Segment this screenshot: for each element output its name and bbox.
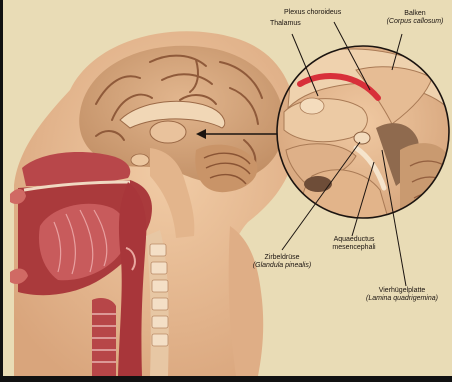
label-thalamus: Thalamus <box>270 20 301 28</box>
label-zirbeldruese: Zirbeldrüse (Glandula pinealis) <box>246 254 318 270</box>
label-vierhuegelplatte: Vierhügelplatte (Lamina quadrigemina) <box>354 287 450 303</box>
inset-thalamus-nucleus <box>300 98 324 114</box>
label-zirbeldruese-name: Zirbeldrüse <box>246 254 318 262</box>
label-plexus-choroideus-text: Plexus choroideus <box>284 9 341 17</box>
label-balken-name: Balken <box>380 10 450 18</box>
frame-left <box>0 0 3 382</box>
frame-bottom <box>0 376 452 382</box>
label-vierhuegelplatte-name: Vierhügelplatte <box>354 287 450 295</box>
label-zirbeldruese-latin: (Glandula pinealis) <box>246 262 318 270</box>
label-thalamus-text: Thalamus <box>270 20 301 28</box>
label-aquaeductus: Aquaeductus mesencephali <box>322 236 386 252</box>
thalamus-overview <box>150 121 186 143</box>
label-vierhuegelplatte-latin: (Lamina quadrigemina) <box>354 295 450 303</box>
inset-pineal-gland <box>354 132 370 144</box>
label-plexus-choroideus: Plexus choroideus <box>284 9 341 17</box>
label-aquaeductus-line1: Aquaeductus <box>322 236 386 244</box>
label-balken-latin: (Corpus callosum) <box>380 18 450 26</box>
inset-dark-structure <box>304 176 332 192</box>
label-balken: Balken (Corpus callosum) <box>380 10 450 26</box>
pituitary-region <box>131 154 149 166</box>
trachea <box>92 298 116 376</box>
label-aquaeductus-line2: mesencephali <box>322 244 386 252</box>
